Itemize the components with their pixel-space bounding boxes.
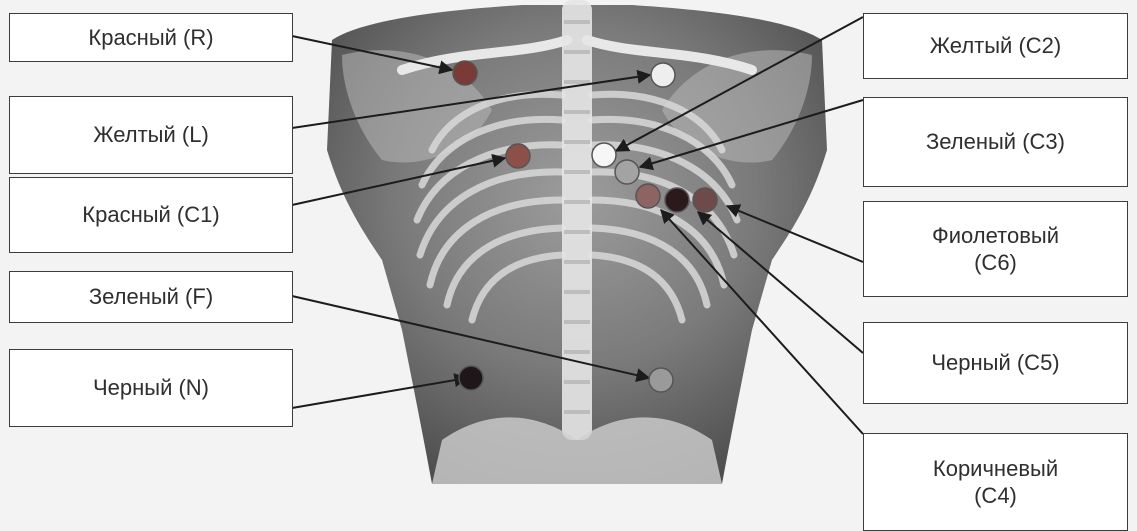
label-black-n: Черный (N) bbox=[9, 349, 293, 427]
label-violet-c6: Фиолетовый (C6) bbox=[863, 201, 1128, 297]
torso-illustration bbox=[322, 0, 832, 484]
label-red-c1: Красный (C1) bbox=[9, 177, 293, 253]
label-yellow-c2: Желтый (C2) bbox=[863, 13, 1128, 79]
label-green-c3: Зеленый (C3) bbox=[863, 97, 1128, 187]
label-brown-c4: Коричневый (C4) bbox=[863, 433, 1128, 531]
label-green-f: Зеленый (F) bbox=[9, 271, 293, 323]
label-red-r: Красный (R) bbox=[9, 13, 293, 62]
label-yellow-l: Желтый (L) bbox=[9, 96, 293, 174]
label-black-c5: Черный (C5) bbox=[863, 322, 1128, 404]
